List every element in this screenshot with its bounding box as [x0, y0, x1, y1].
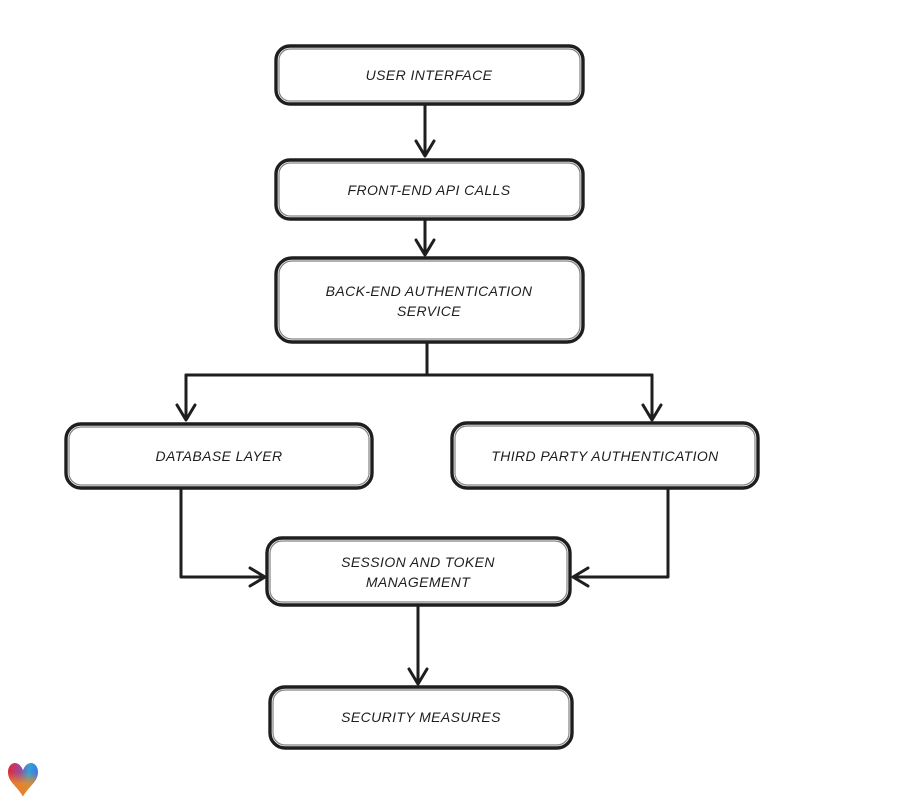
edge-user-interface-to-front-end-api-calls — [414, 103, 436, 158]
edge-back-end-to-third-party-authentication — [641, 373, 663, 422]
node-box-sketch — [278, 48, 581, 102]
node-box — [274, 158, 585, 221]
edge-line — [184, 341, 654, 377]
node-label: SECURITY MEASURES — [341, 709, 501, 725]
node-session-and-token-management: SESSION AND TOKEN MANAGEMENT — [265, 536, 572, 607]
node-box-sketch — [278, 260, 581, 340]
edge-database-layer-to-session-management — [179, 488, 267, 588]
edge-back-end-to-database-layer — [175, 373, 197, 422]
edge-front-end-api-calls-to-back-end-authentication-service — [414, 218, 436, 257]
lovable-heart-logo — [8, 763, 38, 797]
node-box — [268, 685, 574, 750]
node-label: BACK-END AUTHENTICATION — [326, 283, 533, 299]
node-box-sketch — [269, 540, 568, 603]
node-label: SERVICE — [397, 303, 461, 319]
node-box — [64, 422, 374, 490]
node-label: MANAGEMENT — [366, 574, 471, 590]
node-user-interface: USER INTERFACE — [274, 44, 585, 106]
arrowhead-icon — [571, 566, 590, 588]
edge-back-end-to-branches-trunk — [184, 341, 654, 377]
node-database-layer: DATABASE LAYER — [64, 422, 374, 490]
node-label: SESSION AND TOKEN — [341, 554, 495, 570]
node-security-measures: SECURITY MEASURES — [268, 685, 574, 750]
node-box-sketch — [68, 426, 370, 486]
node-box-sketch — [272, 689, 570, 746]
node-box-sketch — [278, 162, 581, 217]
arrowhead-icon — [414, 238, 436, 257]
node-front-end-api-calls: FRONT-END API CALLS — [274, 158, 585, 221]
node-label: DATABASE LAYER — [156, 448, 283, 464]
edge-third-party-to-session-management — [571, 488, 670, 588]
node-box — [450, 421, 760, 490]
arrowhead-icon — [175, 403, 197, 422]
node-box — [265, 536, 572, 607]
node-box — [274, 256, 585, 344]
edge-session-management-to-security-measures — [407, 604, 429, 686]
arrowhead-icon — [407, 667, 429, 686]
arrowhead-icon — [248, 566, 267, 588]
edge-line — [179, 488, 263, 579]
arrowhead-icon — [641, 403, 663, 422]
node-label: USER INTERFACE — [366, 67, 493, 83]
node-label: FRONT-END API CALLS — [348, 182, 511, 198]
arrowhead-icon — [414, 139, 436, 158]
node-back-end-authentication-service: BACK-END AUTHENTICATION SERVICE — [274, 256, 585, 344]
edge-line — [575, 488, 670, 579]
heart-overlay — [8, 763, 38, 797]
node-box — [274, 44, 585, 106]
node-label: THIRD PARTY AUTHENTICATION — [491, 448, 719, 464]
node-third-party-authentication: THIRD PARTY AUTHENTICATION — [450, 421, 760, 490]
node-box-sketch — [454, 425, 756, 486]
